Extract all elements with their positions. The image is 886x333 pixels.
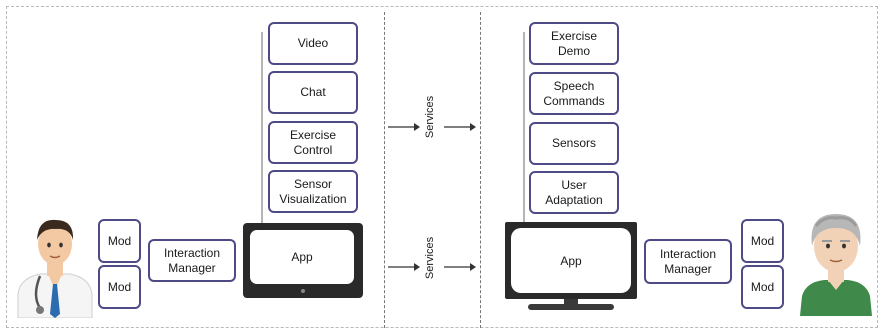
service-chat: Chat [268,71,358,114]
service-user-adaptation: User Adaptation [529,171,619,214]
mod-box-right-2: Mod [741,265,784,309]
service-sensors: Sensors [529,122,619,165]
interaction-manager-right: Interaction Manager [644,239,732,284]
right-arrow-icon [388,123,420,131]
mod-box-left-2: Mod [98,265,141,309]
right-arrow-icon [444,263,476,271]
service-sensor-visualization: Sensor Visualization [268,170,358,213]
doctor-icon [17,219,93,318]
tv-stand-icon [564,299,578,304]
right-arrow-icon [444,123,476,131]
diagram-frame [6,6,878,328]
right-service-connector [523,32,525,238]
interaction-manager-left: Interaction Manager [148,239,236,282]
service-video: Video [268,22,358,65]
right-arrow-icon [388,263,420,271]
app-screen-left: App [250,230,354,284]
app-screen-right: App [511,228,631,293]
tv-screen-icon: App [505,222,637,299]
service-exercise-control: Exercise Control [268,121,358,164]
elder-patient-icon [800,214,872,316]
divider-right [480,12,481,328]
services-label-bottom: Services [424,236,436,280]
service-speech-commands: Speech Commands [529,72,619,115]
tablet-home-button-icon [301,289,305,293]
divider-left [384,12,385,328]
mod-box-right-1: Mod [741,219,784,263]
left-service-connector [261,32,263,238]
tablet-device-icon: App [243,223,363,298]
service-exercise-demo: Exercise Demo [529,22,619,65]
tv-base-icon [528,304,614,310]
services-label-top: Services [424,95,436,139]
mod-box-left-1: Mod [98,219,141,263]
